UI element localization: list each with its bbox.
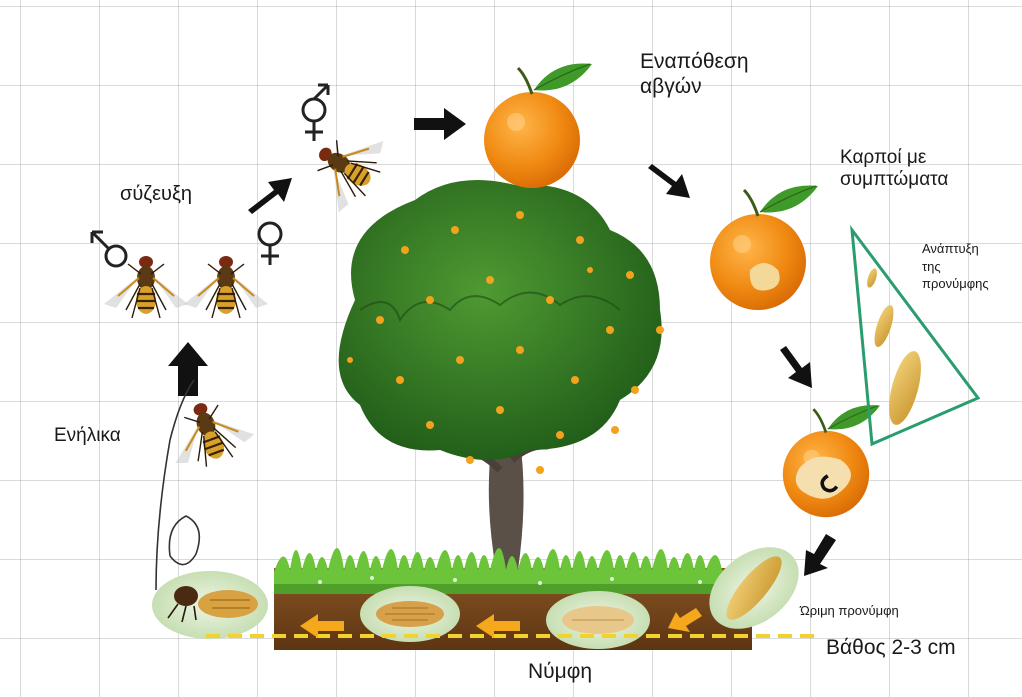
orange-fruit-icon — [484, 64, 592, 188]
oviposition-label: Εναπόθεση αβγών — [640, 50, 749, 100]
pupa-label: Νύμφη — [528, 660, 592, 685]
emergence-path — [156, 380, 199, 590]
female-symbol-icon — [259, 223, 281, 265]
male-female-symbol-icon — [303, 85, 328, 141]
pupa-stage-1 — [360, 586, 460, 642]
pupa-stage-2 — [546, 591, 650, 649]
larval-development-label: Ανάπτυξη της προνύμφης — [922, 240, 989, 293]
depth-label: Βάθος 2-3 cm — [826, 636, 956, 661]
mating-label: σύζευξη — [120, 183, 192, 207]
male-symbol-icon — [92, 232, 126, 266]
cycle-arrow-diag-2 — [648, 164, 690, 198]
mature-larva-label: Ώριμη προνύμφη — [800, 603, 899, 618]
cycle-arrow-down-2 — [804, 534, 836, 576]
orange-fruit-icon — [783, 405, 880, 517]
orange-fruit-icon — [710, 186, 818, 310]
adults-label: Ενήλικα — [54, 425, 121, 447]
symptomatic-fruit-label: Καρποί με συμπτώματα — [840, 147, 948, 192]
medfly-icon — [159, 389, 259, 476]
adult-emerging — [152, 571, 268, 639]
tree-icon — [339, 180, 664, 570]
cycle-arrow-up — [168, 342, 208, 396]
medfly-icon — [184, 256, 268, 318]
cycle-arrow-diag-1 — [248, 178, 292, 214]
cycle-arrow-down-1 — [780, 346, 812, 388]
cycle-arrow-right — [414, 108, 466, 140]
